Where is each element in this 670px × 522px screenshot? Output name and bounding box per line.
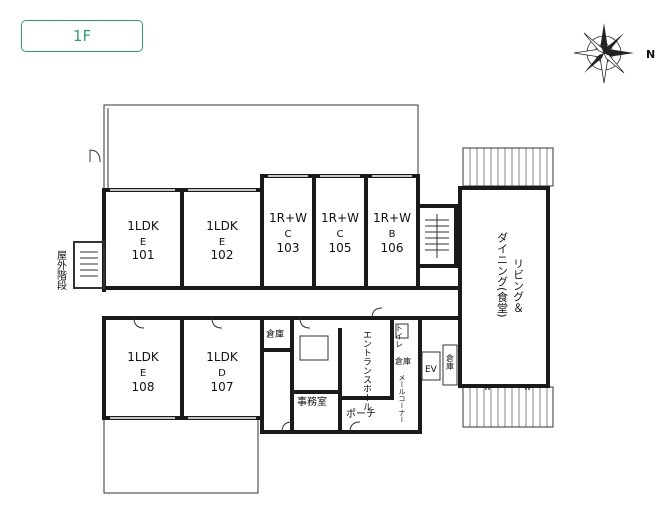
storage-label-2: 倉庫 — [395, 356, 411, 366]
living-dining-label-2: ダイニング(食堂) — [496, 232, 509, 318]
floor-badge: 1F — [21, 20, 143, 52]
svg-text:108: 108 — [132, 380, 155, 394]
svg-text:1LDK: 1LDK — [206, 219, 239, 233]
storage-label-1: 倉庫 — [266, 328, 284, 340]
svg-text:C: C — [337, 229, 344, 240]
svg-text:103: 103 — [277, 241, 300, 255]
svg-text:102: 102 — [211, 248, 234, 262]
mail-corner-label: メールコーナー — [398, 374, 406, 423]
svg-text:105: 105 — [329, 241, 352, 255]
walls — [102, 174, 550, 434]
svg-text:1R+W: 1R+W — [321, 211, 359, 225]
living-dining-label-1: リビング＆ — [512, 258, 525, 313]
interior-details — [73, 149, 458, 433]
office-label: 事務室 — [297, 395, 327, 408]
svg-text:E: E — [140, 368, 146, 379]
svg-text:D: D — [218, 368, 226, 379]
lower-balcony — [103, 418, 259, 494]
svg-text:1LDK: 1LDK — [127, 219, 160, 233]
unit-107: 1LDK D 107 — [206, 350, 239, 394]
outdoor-stairs-label: 屋外階段 — [55, 250, 67, 291]
window-label-1: W — [484, 384, 491, 392]
entrance-hall-label: エントランスホール — [361, 330, 372, 411]
svg-text:106: 106 — [381, 241, 404, 255]
unit-108: 1LDK E 108 — [127, 350, 160, 394]
unit-101: 1LDK E 101 — [127, 219, 160, 262]
svg-text:1LDK: 1LDK — [206, 350, 239, 364]
svg-text:1R+W: 1R+W — [373, 211, 411, 225]
compass-icon — [573, 23, 634, 84]
storage-label-3: 倉庫 — [446, 353, 455, 371]
svg-text:107: 107 — [211, 380, 234, 394]
toilet-label: トイレ — [395, 324, 404, 348]
unit-105: 1R+W C 105 — [321, 211, 359, 255]
svg-text:1LDK: 1LDK — [127, 350, 160, 364]
svg-text:101: 101 — [132, 248, 155, 262]
upper-balcony — [103, 104, 419, 190]
window-label-2: W — [524, 384, 531, 392]
unit-102: 1LDK E 102 — [206, 219, 239, 262]
svg-text:B: B — [389, 229, 396, 240]
compass-north-label: N — [646, 48, 655, 61]
svg-text:C: C — [285, 229, 292, 240]
svg-text:E: E — [219, 237, 225, 248]
porch-label: ポーチ — [346, 408, 376, 420]
svg-text:E: E — [140, 237, 146, 248]
svg-text:1R+W: 1R+W — [269, 211, 307, 225]
unit-103: 1R+W C 103 — [269, 211, 307, 255]
unit-106: 1R+W B 106 — [373, 211, 411, 255]
ev-label: EV — [425, 365, 438, 375]
